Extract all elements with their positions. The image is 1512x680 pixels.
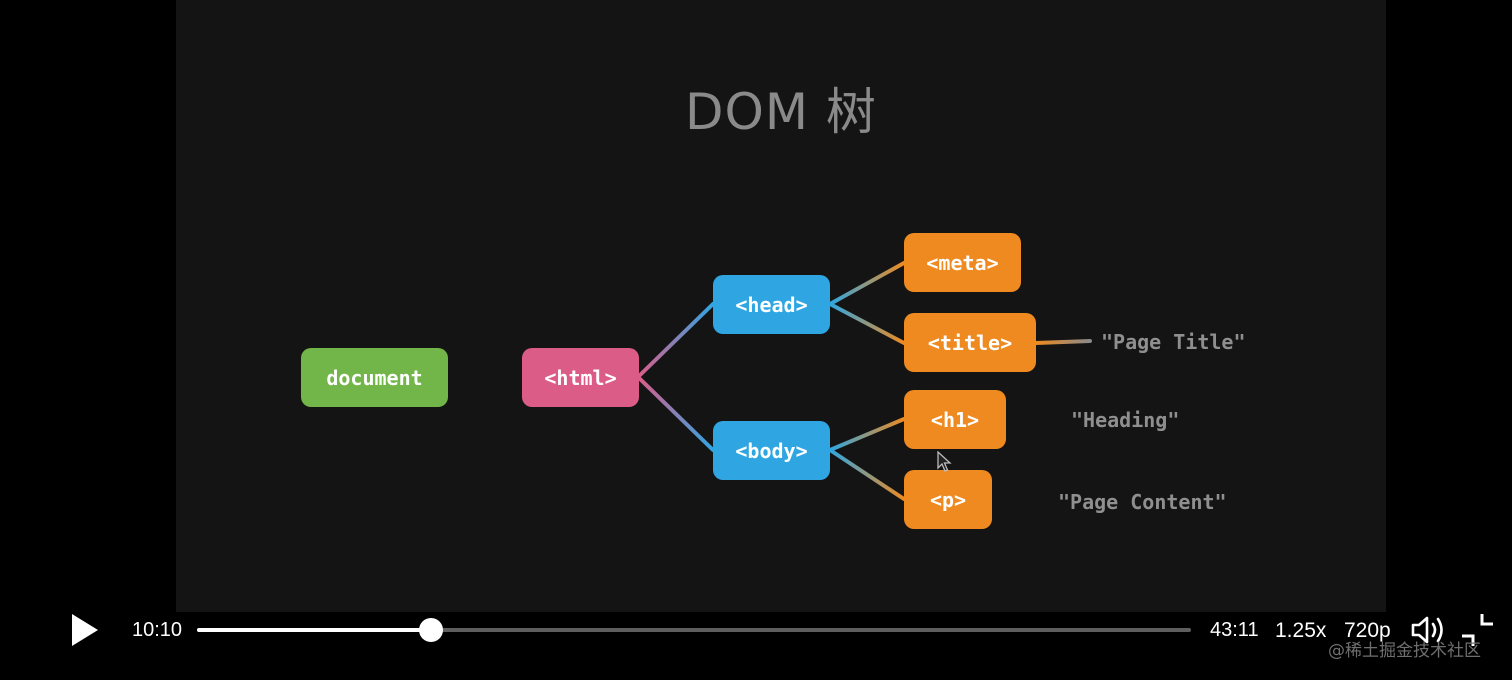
edge-head-title xyxy=(828,302,906,345)
volume-button[interactable] xyxy=(1410,614,1448,646)
node-document: document xyxy=(301,348,448,407)
progress-bar[interactable] xyxy=(197,618,1191,642)
edge-html-body xyxy=(636,375,715,452)
edge-head-meta xyxy=(828,261,906,306)
node-title: <title> xyxy=(904,313,1036,372)
edge-body-h1 xyxy=(828,417,906,452)
edge-html-head xyxy=(636,302,715,379)
volume-icon xyxy=(1411,616,1443,644)
progress-played xyxy=(197,628,432,632)
play-button[interactable] xyxy=(66,611,102,649)
quality-button[interactable]: 720p xyxy=(1344,619,1391,642)
text-node-heading: "Heading" xyxy=(1071,408,1180,432)
mouse-cursor-icon xyxy=(937,451,952,472)
node-html: <html> xyxy=(522,348,639,407)
node-body: <body> xyxy=(713,421,830,480)
edge-body-p xyxy=(828,448,906,501)
current-time: 10:10 xyxy=(132,619,183,641)
node-h1: <h1> xyxy=(904,390,1006,449)
play-icon xyxy=(72,614,98,646)
exit-fullscreen-button[interactable] xyxy=(1460,612,1496,648)
exit-fullscreen-icon xyxy=(1462,614,1493,646)
node-p: <p> xyxy=(904,470,992,529)
node-meta: <meta> xyxy=(904,233,1021,292)
playback-speed-button[interactable]: 1.25x xyxy=(1275,619,1327,642)
duration: 43:11 xyxy=(1210,619,1259,641)
watermark: @稀土掘金技术社区 xyxy=(1328,641,1481,661)
text-node-page-content: "Page Content" xyxy=(1058,490,1227,514)
edge-title-text xyxy=(1034,339,1092,345)
progress-handle[interactable] xyxy=(419,618,444,642)
text-node-page-title: "Page Title" xyxy=(1101,330,1246,354)
node-head: <head> xyxy=(713,275,830,334)
slide-title: DOM 树 xyxy=(685,83,877,141)
